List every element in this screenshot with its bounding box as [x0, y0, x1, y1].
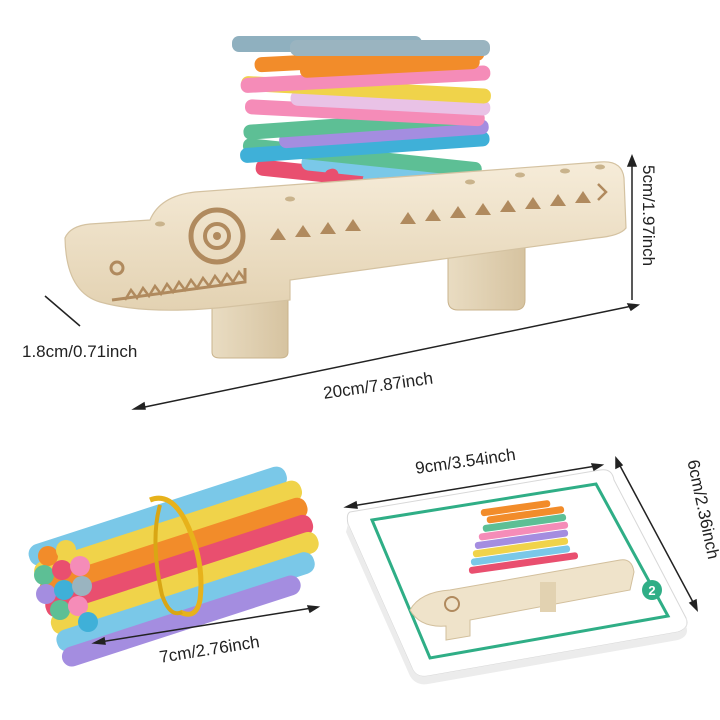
stick-bundle: [28, 466, 319, 667]
thickness-label: 1.8cm/0.71inch: [22, 342, 138, 361]
instruction-card: 2: [346, 469, 688, 685]
card-number: 2: [648, 583, 655, 598]
stick-dimension-line: [91, 605, 321, 645]
dimension-lines: [44, 153, 641, 410]
card-dimension-lines: [343, 455, 698, 613]
stick-stack: [232, 36, 501, 216]
height-label: 5cm/1.97inch: [639, 165, 658, 267]
crocodile-toy: [64, 161, 627, 359]
